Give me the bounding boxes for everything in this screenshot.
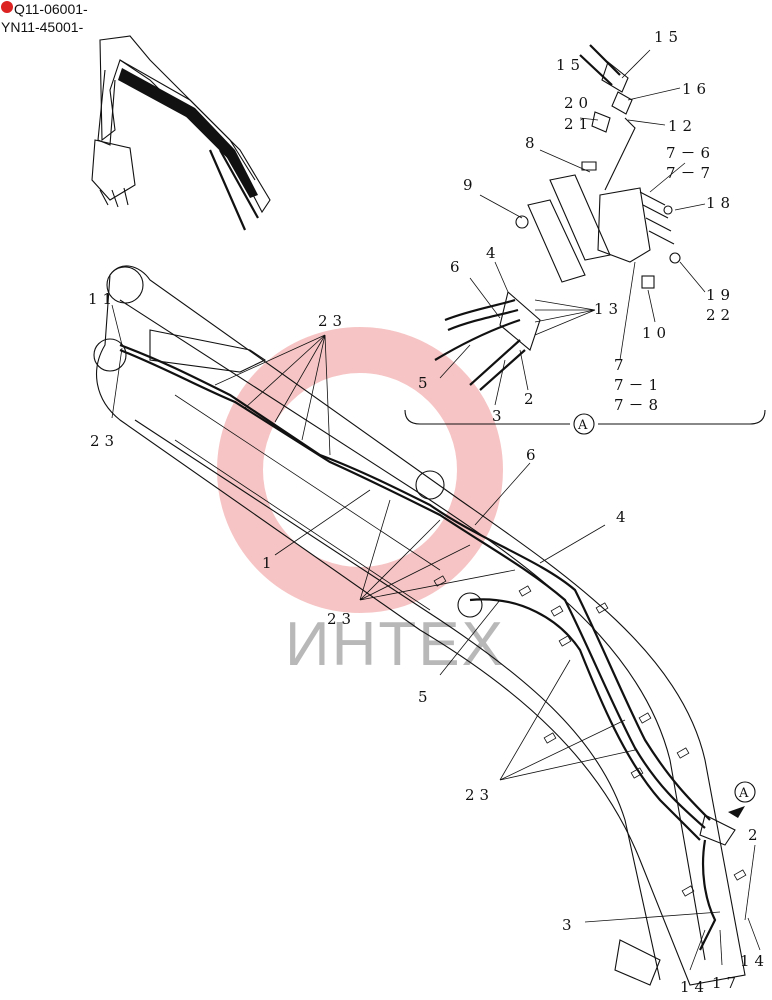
label-6: 6 bbox=[526, 446, 541, 464]
label-23-left: 23 bbox=[90, 432, 119, 450]
label-6-detail: 6 bbox=[450, 258, 465, 276]
label-1: 1 bbox=[262, 554, 277, 572]
label-17: 17 bbox=[712, 974, 741, 992]
label-3-detail: 3 bbox=[492, 407, 507, 425]
label-23-middle: 23 bbox=[327, 610, 356, 628]
label-19: 19 bbox=[706, 286, 735, 304]
label-15: 15 bbox=[556, 56, 585, 74]
serial-number-2: YN11-45001- bbox=[1, 19, 84, 35]
label-20: 20 bbox=[564, 94, 593, 112]
serial-number-1: Q11-06001- bbox=[14, 1, 88, 17]
detail-a-parts bbox=[434, 44, 681, 391]
detail-marker-a: A bbox=[577, 418, 588, 433]
label-14-left: 14 bbox=[680, 978, 709, 996]
label-5-detail: 5 bbox=[418, 374, 433, 392]
label-21: 21 bbox=[564, 115, 593, 133]
label-18: 18 bbox=[706, 194, 735, 212]
label-2-detail: 2 bbox=[524, 390, 539, 408]
detail-marker-a-arrow: A bbox=[738, 786, 749, 801]
watermark-gear-icon bbox=[217, 327, 503, 613]
excavator-thumbnail bbox=[91, 35, 271, 231]
part-labels: 15 15 16 20 21 12 8 7－6 7－7 9 18 4 6 13 … bbox=[88, 28, 769, 996]
leader-lines bbox=[111, 49, 761, 971]
label-9: 9 bbox=[463, 176, 478, 194]
label-14-right: 14 bbox=[740, 952, 769, 970]
detail-a-bracket: A A bbox=[404, 409, 766, 818]
label-23-bottom: 23 bbox=[465, 786, 494, 804]
label-5: 5 bbox=[418, 688, 433, 706]
label-7-1: 7－1 bbox=[614, 376, 663, 394]
label-7-7: 7－7 bbox=[666, 164, 715, 182]
label-16: 16 bbox=[682, 80, 711, 98]
label-15-top: 15 bbox=[654, 28, 683, 46]
hydraulic-hoses bbox=[119, 343, 736, 951]
label-13: 13 bbox=[594, 300, 623, 318]
label-3: 3 bbox=[562, 916, 577, 934]
label-7: 7 bbox=[614, 356, 629, 374]
label-11: 11 bbox=[88, 290, 117, 308]
label-23-top: 23 bbox=[318, 312, 347, 330]
label-12: 12 bbox=[668, 117, 697, 135]
label-8: 8 bbox=[525, 134, 540, 152]
watermark-text: ИНТЕХ bbox=[285, 610, 505, 679]
red-dot-icon bbox=[1, 1, 13, 13]
label-4: 4 bbox=[616, 508, 631, 526]
label-22: 22 bbox=[706, 306, 735, 324]
label-7-8: 7－8 bbox=[614, 396, 663, 414]
arrow-icon bbox=[728, 806, 745, 818]
label-4-detail: 4 bbox=[486, 244, 501, 262]
label-10: 10 bbox=[642, 324, 671, 342]
boom-assembly bbox=[93, 265, 747, 986]
label-2: 2 bbox=[748, 826, 763, 844]
label-7-6: 7－6 bbox=[666, 144, 715, 162]
